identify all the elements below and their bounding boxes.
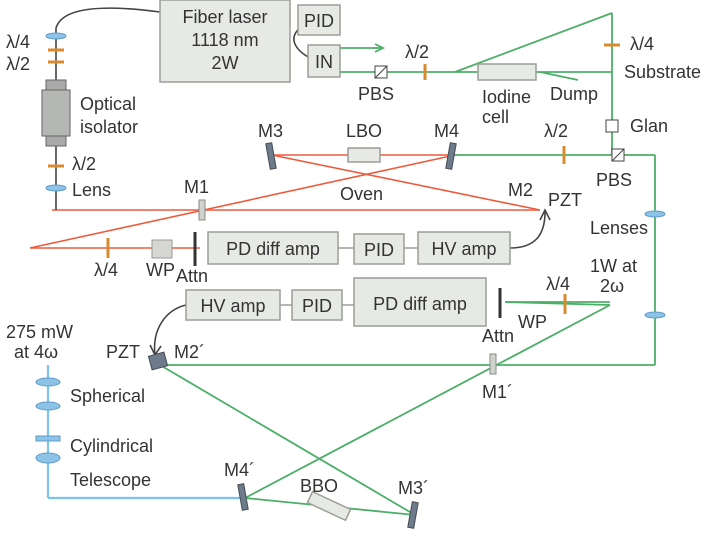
svg-text:HV amp: HV amp xyxy=(200,296,265,316)
label-output-2w-1: 1W at xyxy=(590,256,637,276)
label-optical-isolator-1: Optical xyxy=(80,94,136,114)
svg-text:Fiber laser: Fiber laser xyxy=(182,7,267,27)
in-box: IN xyxy=(307,44,341,78)
svg-text:Iodine: Iodine xyxy=(482,87,531,107)
label-m3: M3 xyxy=(258,121,283,141)
label-m3p: M3´ xyxy=(398,478,429,498)
svg-text:HV amp: HV amp xyxy=(431,239,496,259)
label-dump: Dump xyxy=(550,84,598,104)
optical-isolator-icon xyxy=(41,79,71,147)
label-cylindrical: Cylindrical xyxy=(70,436,153,456)
mirror-m3p-icon xyxy=(407,501,419,529)
label-telescope: Telescope xyxy=(70,470,151,490)
label-lens: Lens xyxy=(72,180,111,200)
label-lambda4-right-low: λ/4 xyxy=(546,274,570,294)
label-output-4w-2: at 4ω xyxy=(14,342,58,362)
wp-left-icon xyxy=(151,239,173,259)
pid-box-1: PID xyxy=(353,233,405,265)
label-spherical: Spherical xyxy=(70,386,145,406)
hv-amp-box-1: HV amp xyxy=(417,231,511,265)
lens-icon xyxy=(45,32,67,40)
label-lambda2-top: λ/2 xyxy=(6,54,30,74)
label-output-2w-2: 2ω xyxy=(600,276,624,296)
label-lambda2-left: λ/2 xyxy=(72,154,96,174)
glan-icon xyxy=(605,119,619,133)
svg-text:PD diff amp: PD diff amp xyxy=(373,294,467,314)
svg-text:IN: IN xyxy=(315,52,333,72)
lbo-crystal-icon xyxy=(347,147,381,163)
label-m1p: M1´ xyxy=(482,382,513,402)
label-glan: Glan xyxy=(630,116,668,136)
svg-text:PID: PID xyxy=(364,240,394,260)
mirror-m4p-icon xyxy=(237,483,249,511)
label-wp-left: WP xyxy=(146,260,175,280)
label-oven: Oven xyxy=(340,184,383,204)
label-pbs-lower: PBS xyxy=(596,170,632,190)
lenses-icon-2 xyxy=(644,311,666,319)
pd-diff-amp-box-1: PD diff amp xyxy=(207,231,339,265)
lens-left-icon xyxy=(45,184,67,192)
bbo-crystal-icon xyxy=(306,490,352,522)
label-m2: M2 xyxy=(508,180,533,200)
label-lenses: Lenses xyxy=(590,218,648,238)
mirror-m2p-icon xyxy=(147,351,169,371)
cylindrical-lenses-icon xyxy=(35,435,61,464)
label-optical-isolator-2: isolator xyxy=(80,117,138,137)
label-lambda2-lower: λ/2 xyxy=(544,121,568,141)
spherical-lenses-icon xyxy=(35,377,61,411)
fiber-laser-box: Fiber laser 1118 nm 2W xyxy=(159,0,291,83)
label-output-4w-1: 275 mW xyxy=(6,322,73,342)
svg-text:cell: cell xyxy=(482,107,509,127)
label-m1: M1 xyxy=(184,177,209,197)
mirror-m4-icon xyxy=(445,142,457,170)
label-lbo: LBO xyxy=(346,121,382,141)
lenses-icon-1 xyxy=(644,210,666,218)
svg-text:PID: PID xyxy=(304,11,334,31)
svg-text:PD diff amp: PD diff amp xyxy=(226,239,320,259)
label-lambda2-mid: λ/2 xyxy=(405,42,429,62)
mirror-m1-icon xyxy=(198,199,206,221)
mirror-m1p-icon xyxy=(489,353,497,375)
svg-text:2W: 2W xyxy=(212,53,239,73)
label-bbo: BBO xyxy=(300,476,338,496)
label-lambda4-left-low: λ/4 xyxy=(94,260,118,280)
label-pbs-top: PBS xyxy=(358,84,394,104)
blue-beam-path xyxy=(46,365,245,500)
pid-top-box: PID xyxy=(297,4,341,36)
svg-text:PID: PID xyxy=(302,296,332,316)
label-attn-left: Attn xyxy=(176,266,208,286)
label-m4p: M4´ xyxy=(224,460,255,480)
waveplate-left-top xyxy=(48,48,64,64)
label-attn-right: Attn xyxy=(482,326,514,346)
label-lambda4-right: λ/4 xyxy=(630,34,654,54)
label-pzt-right: PZT xyxy=(548,190,582,210)
label-lambda4-top: λ/4 xyxy=(6,32,30,52)
mirror-m3-icon xyxy=(265,142,277,170)
label-m4: M4 xyxy=(434,121,459,141)
iodine-cell-box: Iodine cell xyxy=(477,63,537,127)
pid-box-2: PID xyxy=(291,289,343,321)
svg-text:1118 nm: 1118 nm xyxy=(191,30,258,50)
label-pzt-left: PZT xyxy=(106,342,140,362)
hv-amp-box-2: HV amp xyxy=(185,289,281,321)
label-m2p: M2´ xyxy=(174,342,205,362)
label-substrate: Substrate xyxy=(624,62,701,82)
label-wp-right: WP xyxy=(518,312,547,332)
pd-diff-amp-box-2: PD diff amp xyxy=(353,277,487,327)
